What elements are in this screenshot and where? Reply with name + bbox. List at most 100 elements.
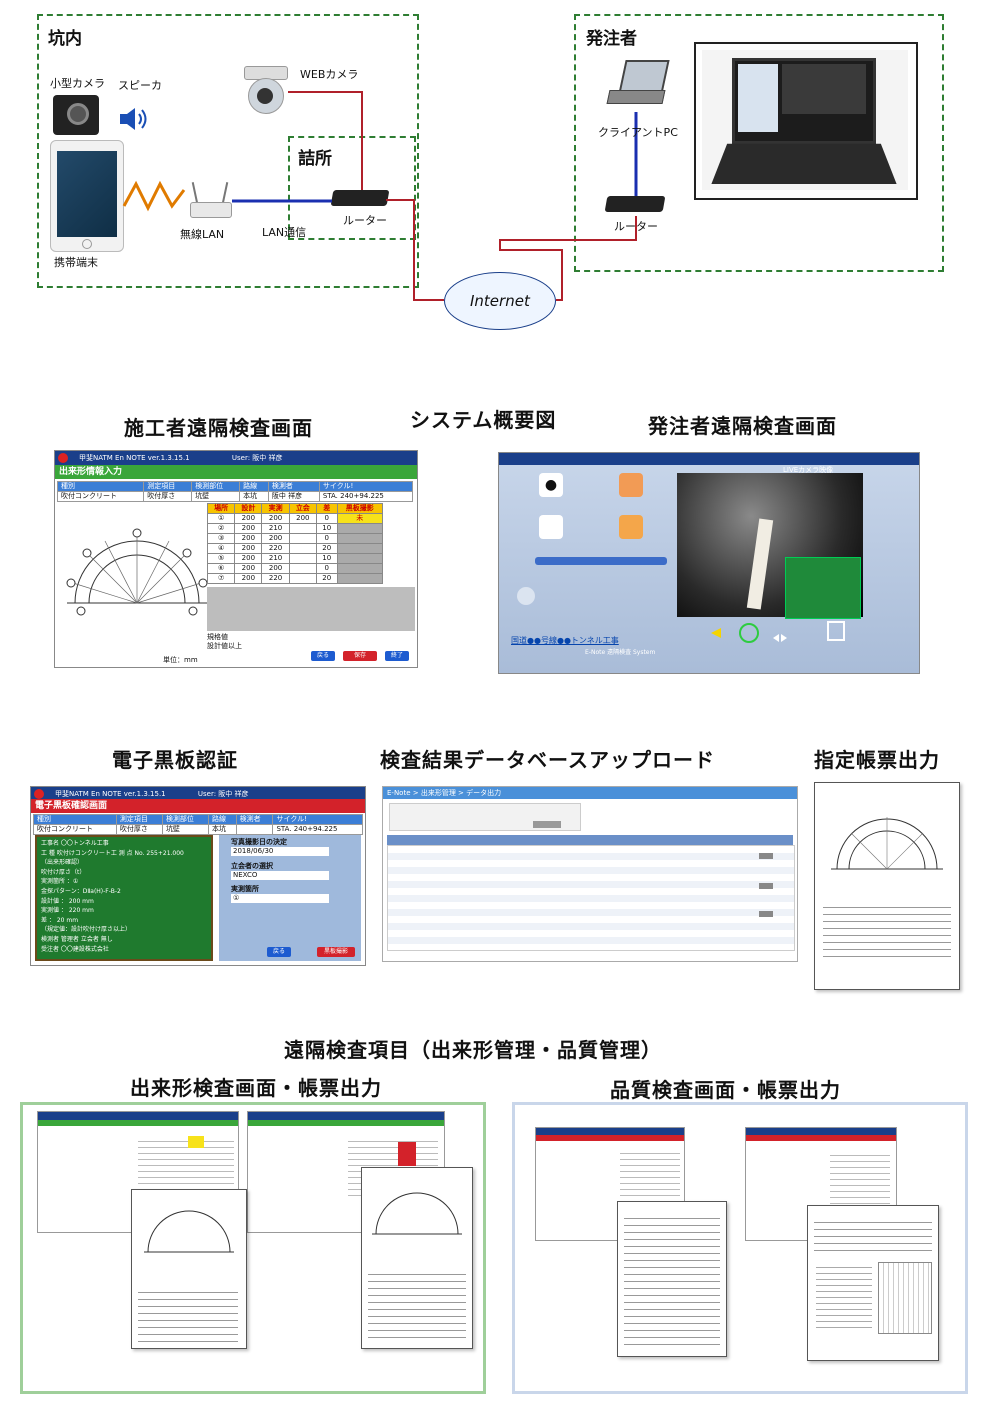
row-action-button[interactable] xyxy=(759,853,773,859)
cell xyxy=(288,543,317,554)
measuring-staff xyxy=(746,518,774,610)
builder-app-title: 甲斐NATM En NOTE ver.1.3.15.1 xyxy=(79,454,190,462)
live-overlay-board xyxy=(785,557,861,619)
info-value: 坑壁 xyxy=(161,824,209,835)
edit-icon[interactable] xyxy=(539,515,563,539)
blackboard-info-table: 種別 測定項目 検測部位 路線 検測者 サイクル! 吹付コンクリート 吹付厚さ … xyxy=(33,814,363,835)
chevron-icon[interactable] xyxy=(709,625,723,639)
cell: 20 xyxy=(315,543,338,554)
info-header: 測定項目 xyxy=(115,814,163,825)
camera-icon[interactable]: ● xyxy=(539,473,563,497)
info-value: 吹付コンクリート xyxy=(56,491,145,502)
builder-screen: 甲斐NATM En NOTE ver.1.3.15.1 User: 阪中 祥彦 … xyxy=(54,450,418,668)
table-header: 差 xyxy=(315,503,338,514)
cell: 200 xyxy=(234,553,263,564)
blackboard-user: User: 阪中 祥彦 xyxy=(197,790,249,798)
cell: 200 xyxy=(288,513,317,524)
cell: 200 xyxy=(261,563,290,574)
search-button[interactable] xyxy=(533,821,561,828)
client-screen-heading: 発注者遠隔検査画面 xyxy=(648,414,837,438)
cell xyxy=(336,523,384,534)
blackboard-shoot-button[interactable]: 黒板撮影 xyxy=(317,947,355,957)
cell: 220 xyxy=(261,543,290,554)
info-header: 検測者 xyxy=(267,481,320,492)
board-line: （出来形確認） xyxy=(41,859,84,867)
info-value: 本坑 xyxy=(207,824,237,835)
back-button[interactable]: 戻る xyxy=(267,947,291,957)
tunnel-arch-drawing xyxy=(66,528,208,616)
exit-icon[interactable] xyxy=(827,621,845,641)
photo-date-label: 写真撮影日の決定 xyxy=(231,838,287,846)
lan-comm-label: LAN通信 xyxy=(262,226,307,239)
wireless-lan-label: 無線LAN xyxy=(180,228,225,241)
blackboard-heading: 電子黒板認証 xyxy=(112,748,238,772)
row-action-button[interactable] xyxy=(759,911,773,917)
office-label: 詰所 xyxy=(298,149,332,169)
wireless-signal-icon xyxy=(122,180,186,212)
form-doc xyxy=(361,1167,473,1349)
witness-select[interactable]: NEXCO xyxy=(231,871,329,880)
record-icon[interactable] xyxy=(619,515,643,539)
web-camera-label: WEBカメラ xyxy=(300,68,359,81)
info-header: 路線 xyxy=(207,814,237,825)
router-site-label: ルーター xyxy=(343,214,387,227)
end-button[interactable]: 終了 xyxy=(385,651,409,661)
board-line: 差 ： 20 mm xyxy=(41,916,79,924)
back-button[interactable]: 戻る xyxy=(311,651,335,661)
photo-date-input[interactable]: 2018/06/30 xyxy=(231,847,329,856)
form-arch-drawing xyxy=(831,817,943,870)
info-value: 吹付厚さ xyxy=(115,824,163,835)
board-line: 工 種 吹付けコンクリート工 測 点 No. 255+21.000 xyxy=(41,849,184,857)
quality-check-panel xyxy=(512,1102,968,1394)
cell: 0 xyxy=(315,533,338,544)
gray-panel xyxy=(207,587,415,631)
info-header: 検測部位 xyxy=(191,481,241,492)
arrows-icon[interactable] xyxy=(773,627,787,642)
blackboard-titlebar: 甲斐NATM En NOTE ver.1.3.15.1 User: 阪中 祥彦 xyxy=(31,787,365,801)
save-button[interactable]: 保存 xyxy=(343,651,377,661)
live-camera-label: LIVEカメラ映像 xyxy=(783,466,834,474)
board-line: 検測者 管理者 立会者 無し xyxy=(41,935,113,943)
std-value: 設計値以上 xyxy=(207,642,242,650)
form-output-doc xyxy=(814,782,960,990)
cell: ⑥ xyxy=(206,563,236,574)
row-action-button[interactable] xyxy=(759,883,773,889)
cell: ② xyxy=(206,523,236,534)
electronic-blackboard: 工事名 〇〇トンネル工事 工 種 吹付けコンクリート工 測 点 No. 255+… xyxy=(35,835,213,961)
db-table-header xyxy=(387,835,793,845)
logo-icon xyxy=(58,453,68,463)
stop-icon[interactable] xyxy=(619,473,643,497)
form-table xyxy=(823,901,951,961)
cell: 210 xyxy=(261,523,290,534)
board-line: 受注者 〇〇建設株式会社 xyxy=(41,945,109,953)
cell: 210 xyxy=(261,553,290,564)
play-icon[interactable] xyxy=(739,623,759,643)
info-header: 測定項目 xyxy=(143,481,193,492)
db-breadcrumb[interactable]: E-Note > 出来形管理 > データ出力 xyxy=(383,787,797,799)
cell xyxy=(288,573,317,584)
table-header: 実測 xyxy=(261,503,290,514)
cell: 0 xyxy=(315,513,338,524)
point-input[interactable]: ① xyxy=(231,894,329,903)
blackboard-screen: 甲斐NATM En NOTE ver.1.3.15.1 User: 阪中 祥彦 … xyxy=(30,786,366,966)
cell: 220 xyxy=(261,573,290,584)
builder-screen-heading: 施工者遠隔検査画面 xyxy=(124,416,313,440)
info-header: サイクル! xyxy=(272,814,363,825)
builder-info-table: 種別 測定項目 検測部位 路線 検測者 サイクル! 吹付コンクリート 吹付厚さ … xyxy=(56,481,414,502)
cell: ④ xyxy=(206,543,236,554)
info-value: 本坑 xyxy=(239,491,269,502)
db-upload-heading: 検査結果データベースアップロード xyxy=(380,748,715,772)
dimension-check-heading: 出来形検査画面・帳票出力 xyxy=(130,1076,382,1100)
hand-icon[interactable] xyxy=(517,587,535,605)
client-screen: ● LIVEカメラ映像 国道●●号線●●トンネル工事 E-Note 遠隔検査 S… xyxy=(498,452,920,674)
project-link[interactable]: 国道●●号線●●トンネル工事 xyxy=(511,636,619,645)
info-value: 吹付厚さ xyxy=(143,491,193,502)
quality-check-heading: 品質検査画面・帳票出力 xyxy=(610,1078,841,1102)
